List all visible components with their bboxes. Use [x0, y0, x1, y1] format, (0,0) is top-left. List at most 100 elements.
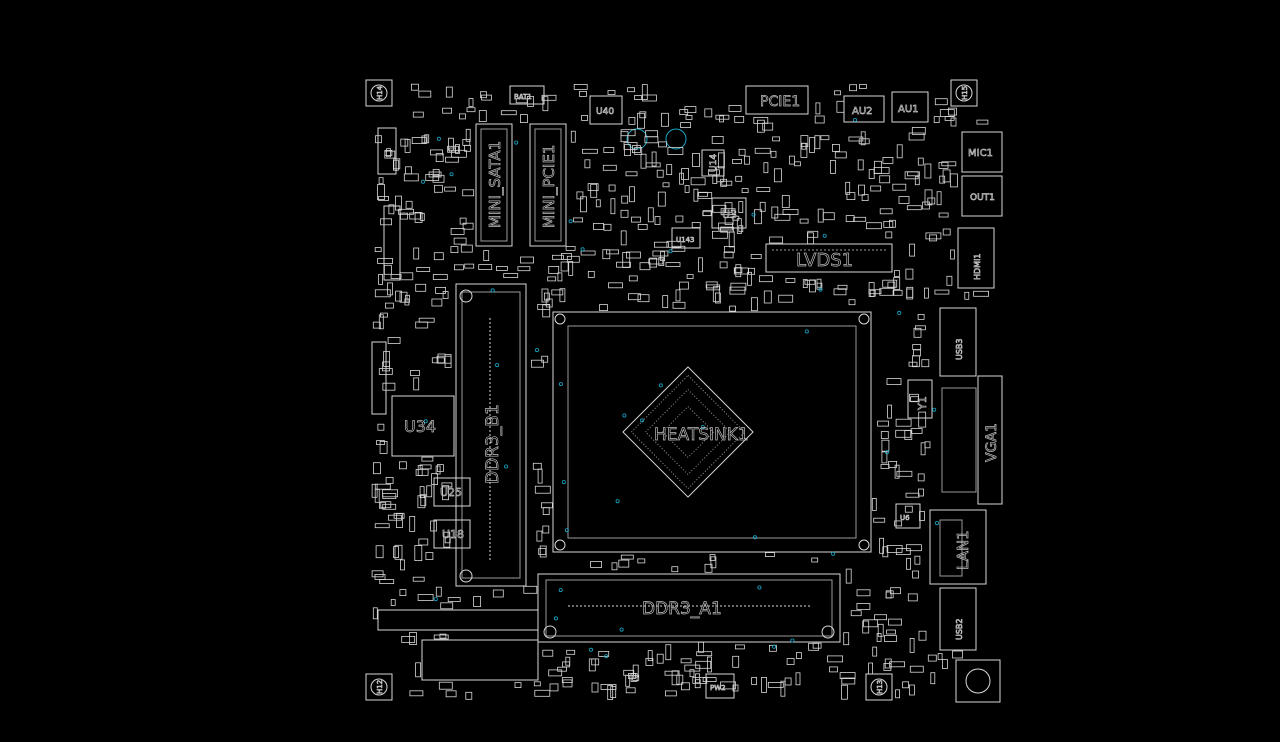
passive-component	[478, 110, 487, 122]
passive-component	[786, 658, 795, 665]
passive-component	[658, 257, 665, 267]
passive-component	[921, 359, 930, 368]
passive-component	[712, 230, 728, 239]
passive-component	[811, 557, 819, 563]
via	[700, 425, 705, 430]
passive-component	[374, 289, 391, 298]
mic-jack	[961, 131, 1003, 173]
passive-component	[590, 561, 602, 568]
usb2-connector	[939, 587, 977, 651]
passive-component	[704, 108, 713, 118]
passive-component	[902, 681, 909, 689]
passive-component	[625, 171, 638, 177]
passive-component	[542, 649, 554, 657]
passive-component	[620, 230, 627, 246]
passive-component	[393, 158, 401, 170]
passive-component	[628, 673, 636, 679]
label-u3: U3	[722, 208, 737, 221]
passive-component	[782, 209, 799, 216]
chip-u6	[895, 503, 921, 529]
passive-component	[534, 689, 551, 697]
passive-component	[863, 619, 878, 628]
label-u6: U6	[900, 514, 910, 522]
passive-component	[910, 428, 923, 434]
passive-component	[920, 442, 926, 456]
passive-component	[830, 159, 836, 174]
passive-component	[415, 283, 427, 292]
passive-component	[394, 544, 403, 560]
passive-component	[433, 252, 444, 261]
passive-component	[720, 208, 736, 216]
passive-component	[763, 290, 772, 304]
passive-component	[648, 258, 664, 265]
passive-component	[729, 305, 736, 312]
label-au1: AU1	[898, 104, 919, 115]
passive-component	[628, 293, 641, 301]
passive-component	[647, 650, 653, 661]
passive-component	[383, 264, 392, 275]
passive-component	[937, 653, 943, 660]
passive-component	[409, 516, 416, 532]
passive-component	[944, 116, 955, 121]
label-usb3: USB3	[955, 338, 964, 360]
passive-component	[388, 204, 395, 215]
via	[935, 521, 940, 526]
passive-component	[379, 440, 388, 454]
passive-component	[908, 132, 925, 141]
passive-component	[559, 288, 566, 303]
passive-component	[404, 138, 411, 153]
passive-component	[751, 677, 757, 685]
passive-component	[378, 501, 386, 509]
passive-component	[732, 655, 740, 668]
passive-component	[453, 237, 467, 245]
passive-component	[948, 107, 957, 116]
passive-component	[580, 250, 596, 256]
passive-component	[426, 485, 433, 498]
via	[558, 588, 563, 593]
passive-component	[759, 275, 773, 283]
passive-component	[573, 217, 583, 223]
passive-component	[906, 544, 922, 552]
via	[853, 118, 858, 123]
passive-component	[917, 473, 925, 482]
passive-component	[918, 488, 924, 497]
passive-component	[445, 156, 459, 163]
passive-component	[735, 264, 742, 278]
passive-component	[534, 485, 551, 494]
passive-component	[581, 115, 588, 121]
passive-component	[692, 677, 708, 684]
passive-component	[626, 251, 641, 259]
passive-component	[885, 231, 893, 239]
passive-component	[879, 208, 893, 215]
passive-component	[376, 440, 385, 446]
passive-component	[634, 95, 642, 100]
passive-component	[377, 184, 385, 200]
passive-component	[607, 685, 614, 700]
passive-component	[433, 634, 449, 640]
passive-component	[666, 240, 682, 248]
label-u40: U40	[596, 107, 614, 117]
passive-component	[909, 665, 924, 673]
passive-component	[896, 144, 903, 159]
passive-component	[450, 227, 465, 235]
passive-component	[382, 503, 397, 510]
chip-u25	[433, 477, 471, 507]
ddr3-b1-slot	[455, 283, 527, 587]
passive-component	[400, 559, 405, 571]
passive-component	[390, 274, 402, 279]
passive-component	[425, 174, 440, 181]
passive-component	[462, 189, 475, 197]
passive-component	[378, 195, 390, 201]
passive-component	[906, 205, 922, 211]
via	[564, 528, 569, 533]
mount-hole-h13	[865, 673, 893, 701]
passive-component	[374, 247, 382, 253]
passive-component	[820, 135, 830, 141]
passive-component	[934, 289, 950, 295]
passive-component	[718, 222, 733, 231]
passive-component	[420, 494, 427, 507]
passive-component	[881, 451, 888, 464]
passive-component	[415, 662, 422, 678]
passive-component	[399, 272, 414, 281]
